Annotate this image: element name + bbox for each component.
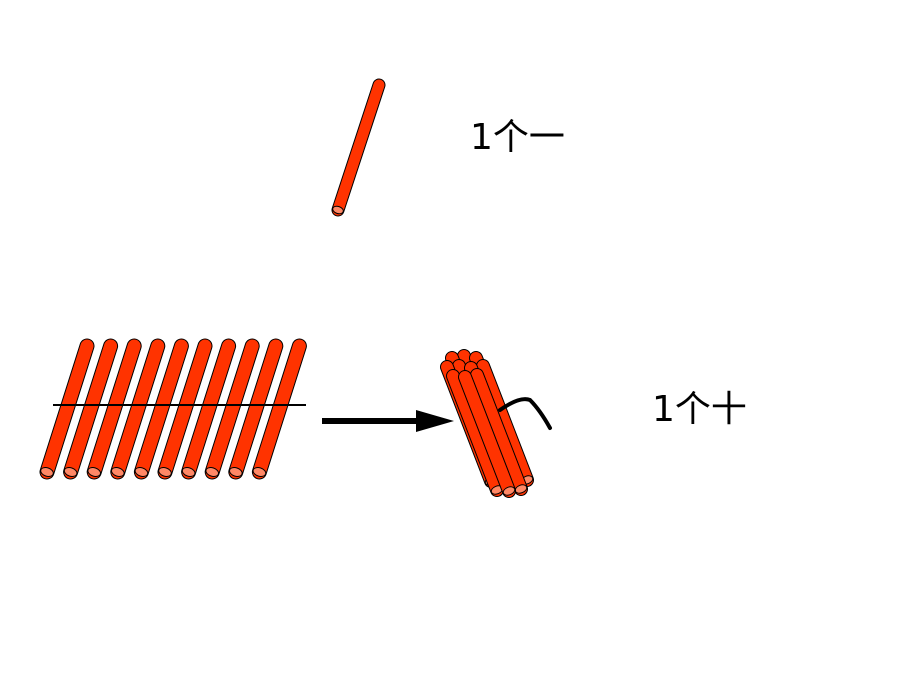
loose-stick: [133, 338, 189, 480]
right-arrow-icon: [322, 410, 454, 432]
bundle-tie: [498, 397, 552, 430]
stick-bundle-icon: [440, 349, 552, 498]
counting-stick-icon: [331, 78, 386, 217]
loose-stick: [228, 338, 284, 480]
ten-loose-sticks-icon: [39, 338, 307, 480]
loose-stick: [181, 338, 237, 480]
loose-stick: [86, 338, 142, 480]
loose-stick: [251, 338, 307, 480]
loose-stick: [204, 338, 260, 480]
loose-stick: [39, 338, 95, 480]
label-one-unit: 1个一: [470, 117, 565, 158]
bundle-stick: [458, 370, 516, 498]
single-stick: [331, 78, 386, 217]
arrow-head: [416, 410, 454, 432]
loose-stick: [110, 338, 166, 480]
bundle-stick: [470, 368, 528, 496]
loose-stick: [63, 338, 119, 480]
loose-stick: [157, 338, 213, 480]
label-one-ten: 1个十: [652, 389, 747, 430]
